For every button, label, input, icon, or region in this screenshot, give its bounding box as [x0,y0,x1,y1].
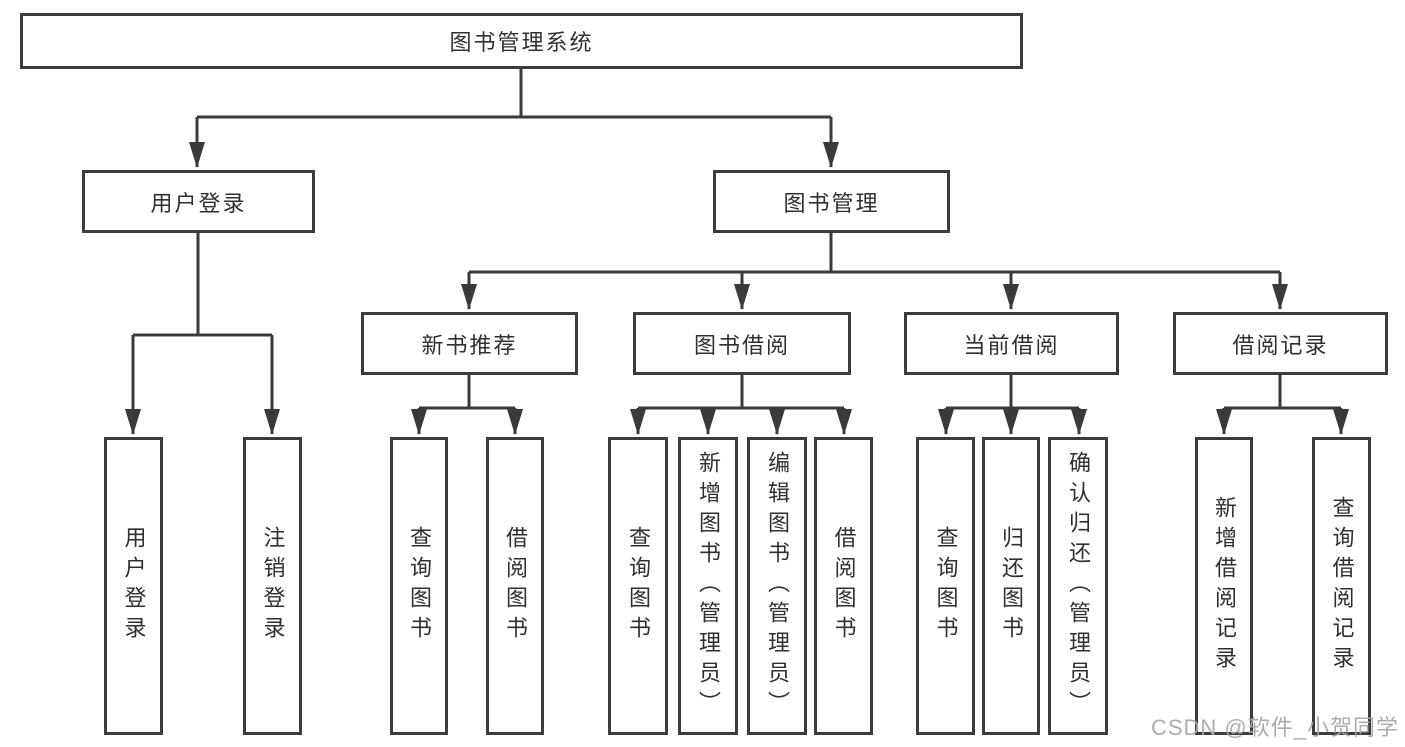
leaf-query-books-recommend: 查询图书 [390,437,448,735]
leaf-query-books-borrowing: 查询图书 [608,437,668,735]
leaf-query-books-borrowing-label: 查询图书 [626,526,651,646]
watermark: CSDN @软件_小贺同学 [1150,715,1399,740]
leaf-query-borrow-record: 查询借阅记录 [1312,437,1371,735]
leaf-query-books-recommend-label: 查询图书 [407,526,432,646]
leaf-edit-book-admin-label: 编辑图书（管理员） [765,451,790,721]
node-book-management-label: 图书管理 [783,190,880,216]
leaf-borrow-books-recommend-label: 借阅图书 [503,526,528,646]
leaf-add-borrow-record: 新增借阅记录 [1195,437,1253,735]
leaf-query-books-current: 查询图书 [916,437,975,735]
node-current-borrowing-label: 当前借阅 [963,332,1060,358]
node-new-book-recommend: 新书推荐 [361,312,578,375]
leaf-user-login: 用户登录 [104,437,163,735]
node-root-label: 图书管理系统 [449,30,594,55]
leaf-confirm-return-admin: 确认归还（管理员） [1048,437,1108,735]
leaf-return-books: 归还图书 [982,437,1040,735]
connector-newbooks-to-leaves [411,375,523,435]
leaf-add-borrow-record-label: 新增借阅记录 [1212,496,1237,676]
connector-borrowing-to-leaves [630,375,852,435]
node-user-login-label: 用户登录 [150,190,247,216]
leaf-user-login-label: 用户登录 [121,526,147,646]
node-book-management: 图书管理 [713,170,950,233]
node-new-book-recommend-label: 新书推荐 [421,332,518,358]
connector-root-to-level2 [189,69,839,168]
leaf-add-book-admin: 新增图书（管理员） [678,437,738,735]
connector-records-to-leaves [1216,375,1349,435]
leaf-borrow-books-recommend: 借阅图书 [486,437,544,735]
leaf-return-books-label: 归还图书 [999,526,1024,646]
leaf-borrow-books-borrowing: 借阅图书 [814,437,873,735]
leaf-query-books-current-label: 查询图书 [933,526,959,646]
connector-currentborrow-to-leaves [938,375,1087,435]
node-borrowing-records: 借阅记录 [1173,312,1388,375]
connector-userlogin-to-leaves [125,233,280,435]
leaf-logout-login: 注销登录 [243,437,302,735]
leaf-confirm-return-admin-label: 确认归还（管理员） [1066,451,1091,721]
connector-bookmgmt-to-level3 [461,233,1288,310]
leaf-edit-book-admin: 编辑图书（管理员） [747,437,807,735]
node-book-borrowing: 图书借阅 [633,312,851,375]
leaf-logout-login-label: 注销登录 [260,526,286,646]
leaf-query-borrow-record-label: 查询借阅记录 [1329,496,1355,676]
node-book-borrowing-label: 图书借阅 [693,332,790,358]
leaf-borrow-books-borrowing-label: 借阅图书 [831,526,857,646]
leaf-add-book-admin-label: 新增图书（管理员） [696,451,721,721]
node-borrowing-records-label: 借阅记录 [1232,332,1329,358]
node-current-borrowing: 当前借阅 [904,312,1119,375]
node-root: 图书管理系统 [20,13,1023,69]
node-user-login: 用户登录 [82,170,315,233]
